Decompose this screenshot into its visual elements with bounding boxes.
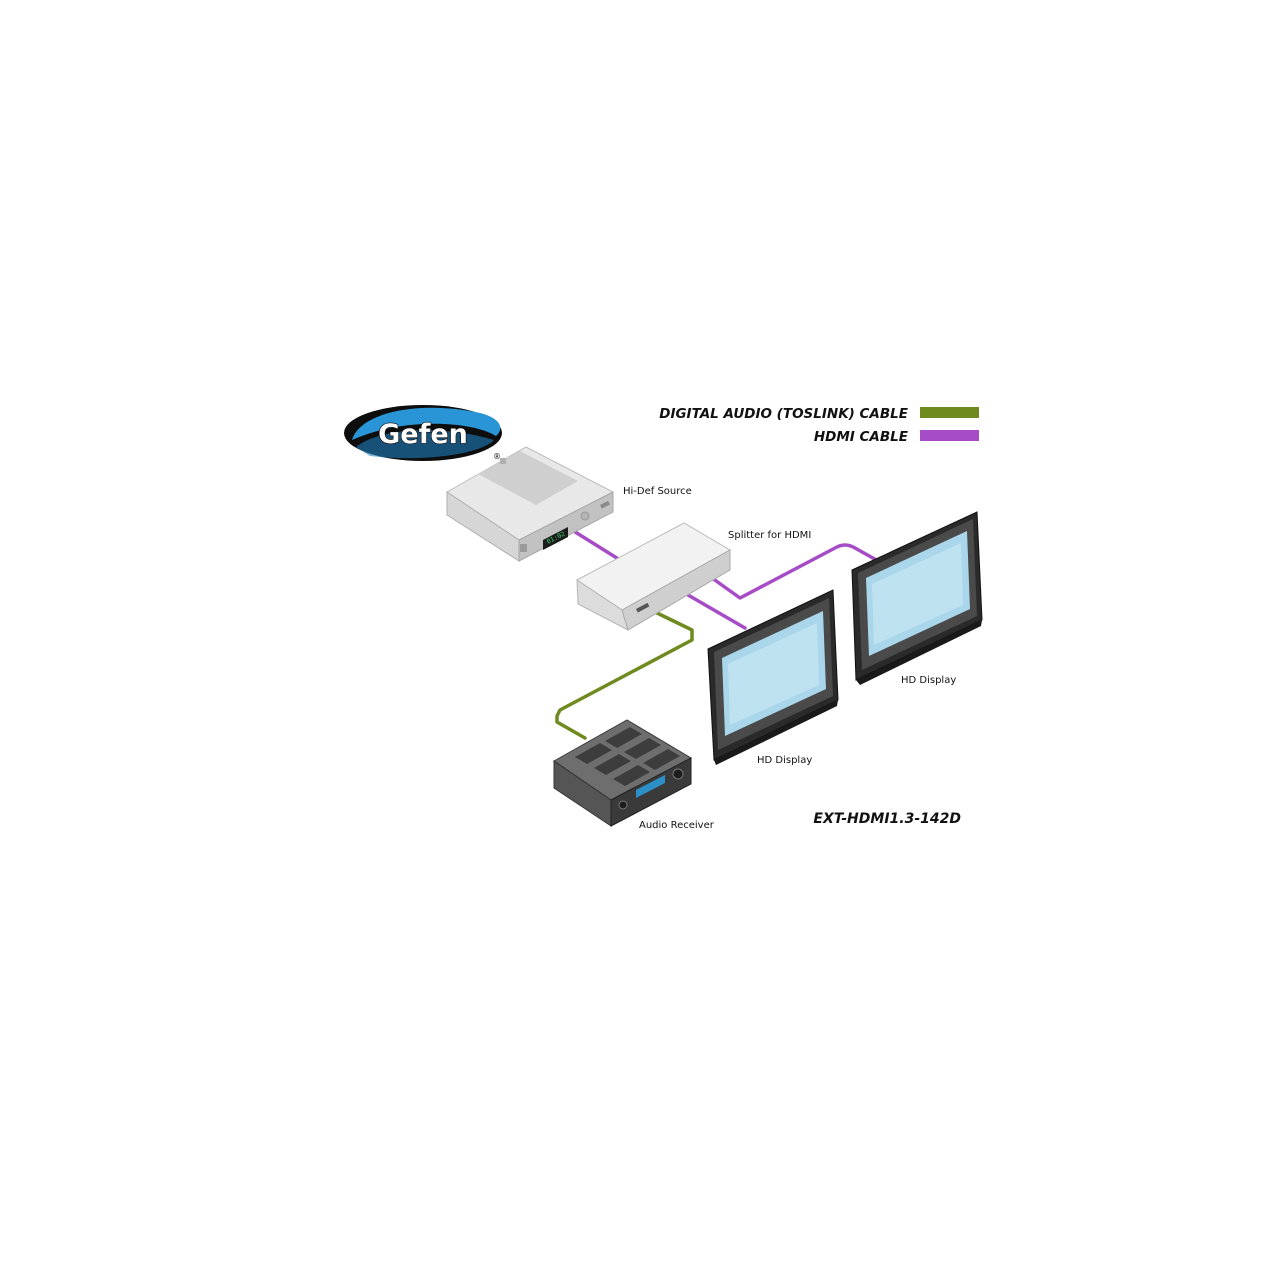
label-hi-def-source: Hi-Def Source — [623, 486, 692, 497]
hd-display-2 — [851, 511, 983, 685]
label-audio-receiver: Audio Receiver — [639, 820, 715, 831]
hdmi-cable-splitter-display-1 — [686, 593, 747, 630]
legend-swatch-hdmi — [920, 430, 979, 441]
model-number: EXT-HDMI1.3-142D — [813, 811, 961, 827]
hi-def-source-device: 01:02 — [446, 446, 615, 562]
legend-swatch-toslink — [920, 407, 979, 418]
hdmi-cable-splitter-display-2 — [710, 543, 882, 600]
legend-label-hdmi: HDMI CABLE — [814, 429, 909, 445]
label-display-2: HD Display — [901, 675, 956, 686]
legend: DIGITAL AUDIO (TOSLINK) CABLE HDMI CABLE — [659, 406, 979, 445]
audio-receiver-device — [553, 719, 693, 827]
registered-mark: ® — [493, 452, 501, 461]
gefen-logo: Gefen ® — [344, 405, 502, 461]
cables — [555, 528, 882, 740]
hdmi-splitter-device — [576, 522, 732, 631]
label-display-1: HD Display — [757, 755, 812, 766]
legend-label-toslink: DIGITAL AUDIO (TOSLINK) CABLE — [659, 406, 909, 422]
hd-display-1 — [707, 589, 839, 765]
brand-name: Gefen — [378, 419, 468, 450]
hdmi-cable-source-splitter — [570, 528, 622, 562]
toslink-cable-splitter-receiver — [555, 610, 694, 740]
label-splitter: Splitter for HDMI — [728, 530, 811, 541]
